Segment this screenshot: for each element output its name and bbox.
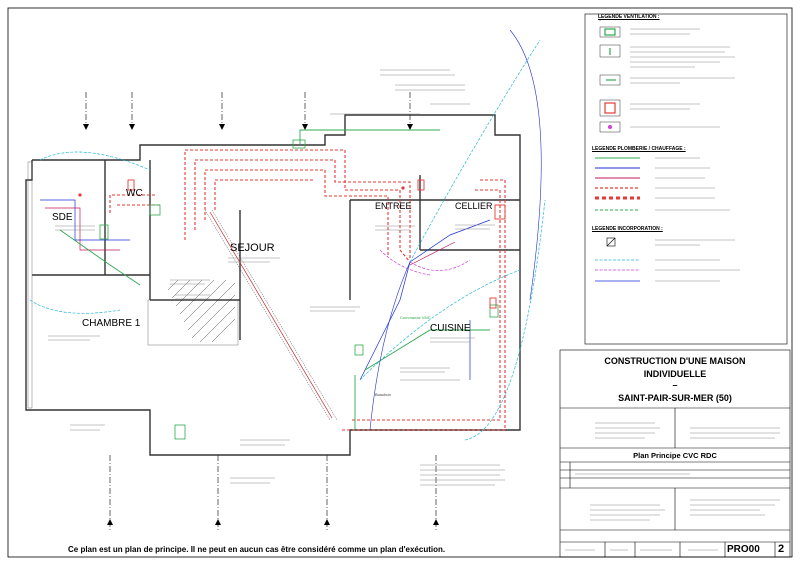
phase-code: PRO bbox=[727, 544, 749, 555]
room-sde-label: SDE bbox=[52, 212, 73, 223]
legend-incorporation-title: LEGENDE INCORPORATION : bbox=[592, 226, 663, 232]
room-wc-label: WC bbox=[126, 188, 143, 199]
disclaimer-text: Ce plan est un plan de principe. Il ne p… bbox=[68, 545, 446, 554]
phase-number: 0 bbox=[754, 544, 760, 555]
phase-stamp: PRO00 bbox=[727, 544, 760, 555]
project-title-line1: CONSTRUCTION D'UNE MAISON bbox=[604, 356, 746, 366]
project-title-dash: – bbox=[672, 380, 678, 390]
project-title-line2: INDIVIDUELLE bbox=[643, 369, 707, 379]
commande-vmc-note: Commande VMC bbox=[400, 315, 431, 320]
room-entree-label: ENTREE bbox=[375, 201, 412, 211]
room-chambre-label: CHAMBRE 1 bbox=[82, 318, 141, 329]
room-sejour-label: SEJOUR bbox=[230, 242, 275, 254]
legend-ventilation-title: LEGENDE VENTILATION : bbox=[598, 14, 660, 20]
bouchon-note: Bouchon bbox=[375, 392, 391, 397]
plan-name: Plan Principe CVC RDC bbox=[633, 451, 717, 460]
room-cellier-label: CELLIER bbox=[455, 201, 493, 211]
legend-plomberie-title: LEGENDE PLOMBERIE / CHAUFFAGE : bbox=[592, 146, 686, 152]
project-title-line3: SAINT-PAIR-SUR-MER (50) bbox=[618, 393, 732, 403]
phase-letter: 0 bbox=[748, 544, 755, 555]
room-cuisine-label: CUISINE bbox=[430, 323, 471, 334]
revision-index: 2 bbox=[778, 543, 785, 555]
